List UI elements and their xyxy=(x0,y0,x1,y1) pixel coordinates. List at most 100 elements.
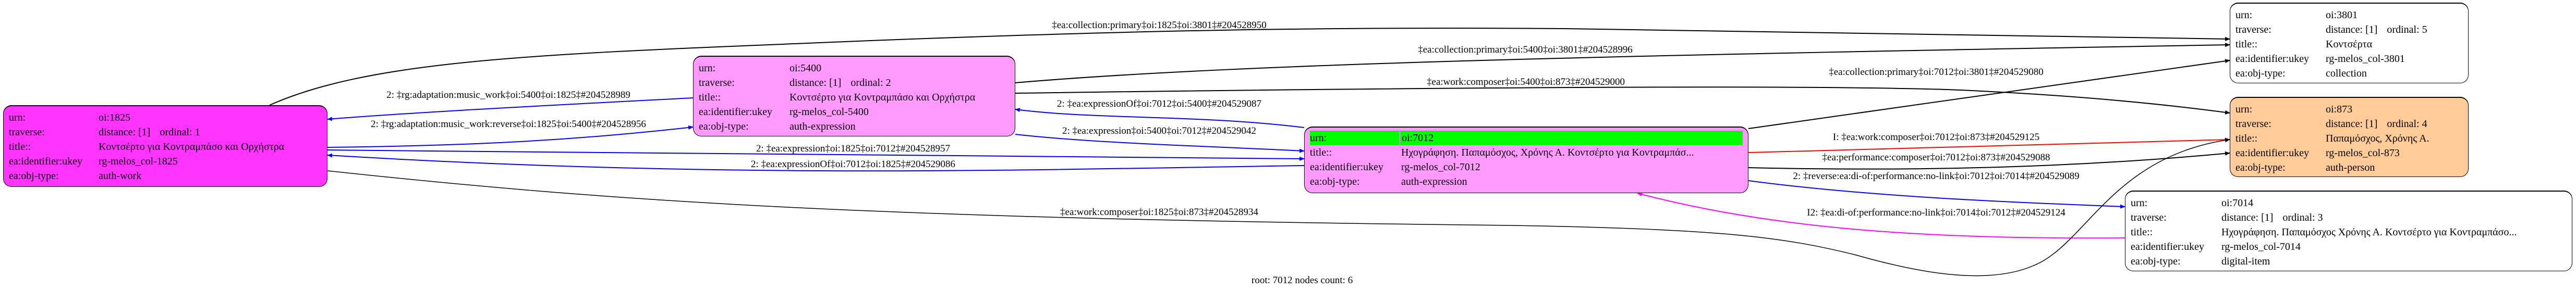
edge-label: ‡ea:collection:primary‡oi:1825‡oi:3801‡#… xyxy=(1052,20,1267,31)
distance-value: distance: [1] xyxy=(99,127,151,138)
edge-label: 2: ‡rg:adaptation:music_work:reverse‡oi:… xyxy=(371,119,646,130)
edge-9 xyxy=(327,97,694,121)
objtype-value: auth-expression xyxy=(789,121,856,132)
objtype-value: auth-person xyxy=(2326,162,2375,173)
title-label: title:: xyxy=(9,141,31,153)
objtype-label: ea:obj-type: xyxy=(2235,162,2286,173)
urn-label: urn: xyxy=(2131,197,2148,209)
ukey-value: rg-melos_col-7014 xyxy=(2221,241,2301,253)
ukey-value: rg-melos_col-3801 xyxy=(2326,53,2405,65)
edge-label: I: ‡ea:work:composer‡oi:7012‡oi:873‡#204… xyxy=(1833,132,2039,143)
edge-4 xyxy=(1748,137,2230,153)
ordinal-value: ordinal: 3 xyxy=(2282,212,2323,223)
objtype-label: ea:obj-type: xyxy=(699,121,749,132)
title-label: title:: xyxy=(2131,226,2153,238)
traverse-label: traverse: xyxy=(2235,118,2271,130)
urn-value: oi:5400 xyxy=(789,62,822,74)
traverse-label: traverse: xyxy=(9,127,45,138)
edge-2 xyxy=(1015,86,2230,115)
edge-6 xyxy=(1748,180,2125,209)
edge-label: ‡ea:work:composer‡oi:5400‡oi:873‡#204529… xyxy=(1427,77,1625,87)
ukey-label: ea:identifier:ukey xyxy=(2235,147,2310,159)
edge-label: 2: ‡ea:expressionOf‡oi:7012‡oi:5400‡#204… xyxy=(1057,98,1261,109)
node-oi-873[interactable]: urn: oi:873 traverse: distance: [1] ordinal… xyxy=(2230,97,2469,177)
urn-label: urn: xyxy=(699,62,716,74)
objtype-label: ea:obj-type: xyxy=(1310,176,1360,187)
ukey-label: ea:identifier:ukey xyxy=(2131,241,2205,253)
ukey-value: rg-melos_col-873 xyxy=(2326,147,2400,159)
edge-1 xyxy=(1015,43,2230,83)
objtype-label: ea:obj-type: xyxy=(2131,256,2181,267)
objtype-value: digital-item xyxy=(2221,256,2270,267)
urn-label: urn: xyxy=(1310,131,1400,145)
distance-value: distance: [1] xyxy=(789,77,842,89)
ukey-label: ea:identifier:ukey xyxy=(2235,53,2310,65)
edge-label: 2: ‡ea:expression‡oi:1825‡oi:7012‡#20452… xyxy=(756,143,950,154)
ukey-label: ea:identifier:ukey xyxy=(699,106,773,118)
title-value: Κοντσέρτο για Κοντραμπάσο και Ορχήστρα xyxy=(99,141,285,153)
urn-value: oi:1825 xyxy=(99,112,131,123)
title-label: title:: xyxy=(699,92,721,103)
urn-value: oi:3801 xyxy=(2326,9,2358,21)
distance-value: distance: [1] xyxy=(2326,24,2378,35)
title-value: Ηχογράφηση. Παπαμόσχος Χρόνης Α. Κοντσέρ… xyxy=(2221,226,2517,238)
urn-label: urn: xyxy=(2235,9,2253,21)
root-highlight-row: urn:oi:7012 xyxy=(1310,131,1743,145)
objtype-value: auth-expression xyxy=(1401,176,1467,187)
ordinal-value: ordinal: 5 xyxy=(2387,24,2427,35)
urn-value: oi:7012 xyxy=(1402,132,1434,144)
edge-8 xyxy=(327,138,2230,276)
distance-value: distance: [1] xyxy=(2326,118,2378,130)
urn-value: oi:873 xyxy=(2326,104,2353,115)
edge-11 xyxy=(327,149,1305,161)
edge-label: ‡ea:collection:primary‡oi:5400‡oi:3801‡#… xyxy=(1418,44,1633,55)
edge-label: ‡ea:work:composer‡oi:1825‡oi:873‡#204528… xyxy=(1060,207,1258,218)
node-oi-3801[interactable]: urn: oi:3801 traverse: distance: [1] ordina… xyxy=(2230,3,2469,83)
urn-label: urn: xyxy=(9,112,26,123)
ukey-value: rg-melos_col-5400 xyxy=(789,106,869,118)
edge-3 xyxy=(1748,59,2230,129)
edge-14 xyxy=(1015,134,1305,153)
edge-label: 2: ‡reverse:ea:di-of:performance:no-link… xyxy=(1793,171,2079,182)
node-oi-5400[interactable]: urn:oi:5400 traverse:distance: [1]ordina… xyxy=(693,56,1015,136)
distance-value: distance: [1] xyxy=(2221,212,2274,223)
edge-label: 2: ‡ea:expression‡oi:5400‡oi:7012‡#20452… xyxy=(1062,125,1256,136)
edge-0 xyxy=(269,28,2230,106)
title-value: Παπαμόσχος, Χρόνης Α. xyxy=(2326,133,2429,144)
title-value: Ηχογράφηση. Παπαμόσχος, Χρόνης Α. Κοντσέ… xyxy=(1401,147,1694,158)
objtype-label: ea:obj-type: xyxy=(2235,68,2286,79)
edge-label: 2: ‡ea:expressionOf‡oi:7012‡oi:1825‡#204… xyxy=(751,159,955,170)
title-value: Κοντσέρτα xyxy=(2326,39,2373,50)
edge-label: I2: ‡ea:di-of:performance:no-link‡oi:701… xyxy=(1807,207,2065,218)
graph-footer-status: root: 7012 nodes count: 6 xyxy=(1251,275,1353,286)
title-label: title:: xyxy=(1310,147,1332,158)
traverse-label: traverse: xyxy=(2131,212,2167,223)
ukey-value: rg-melos_col-7012 xyxy=(1401,161,1480,173)
edge-10 xyxy=(327,125,694,148)
ukey-label: ea:identifier:ukey xyxy=(9,156,83,167)
objtype-label: ea:obj-type: xyxy=(9,170,59,182)
node-oi-1825[interactable]: urn: oi:1825 traverse: distance: [1] ordina… xyxy=(3,105,327,187)
edge-12 xyxy=(327,153,1305,172)
edge-label: ‡ea:performance:composer‡oi:7012‡oi:873‡… xyxy=(1822,152,2050,163)
edge-label: ‡ea:collection:primary‡oi:7012‡oi:3801‡#… xyxy=(1829,67,2044,78)
node-oi-7014[interactable]: urn: oi:7014 traverse: distance: [1] ordina… xyxy=(2125,191,2572,271)
node-oi-7012-root[interactable]: urn:oi:7012 title::Ηχογράφηση. Παπαμόσχο… xyxy=(1304,127,1748,193)
ordinal-value: ordinal: 1 xyxy=(160,127,200,138)
edge-7 xyxy=(1637,192,2125,239)
objtype-value: collection xyxy=(2326,68,2367,79)
title-value: Κοντσέρτο για Κοντραμπάσο και Ορχήστρα xyxy=(789,92,976,103)
ukey-label: ea:identifier:ukey xyxy=(1310,161,1384,173)
traverse-label: traverse: xyxy=(2235,24,2271,35)
traverse-label: traverse: xyxy=(699,77,735,89)
urn-value: oi:7014 xyxy=(2221,197,2254,209)
edge-label: 2: ‡rg:adaptation:music_work‡oi:5400‡oi:… xyxy=(386,90,630,100)
edge-13 xyxy=(1015,108,1305,128)
title-label: title:: xyxy=(2235,39,2258,50)
urn-label: urn: xyxy=(2235,104,2253,115)
title-label: title:: xyxy=(2235,133,2258,144)
ukey-value: rg-melos_col-1825 xyxy=(99,156,178,167)
ordinal-value: ordinal: 4 xyxy=(2387,118,2427,130)
